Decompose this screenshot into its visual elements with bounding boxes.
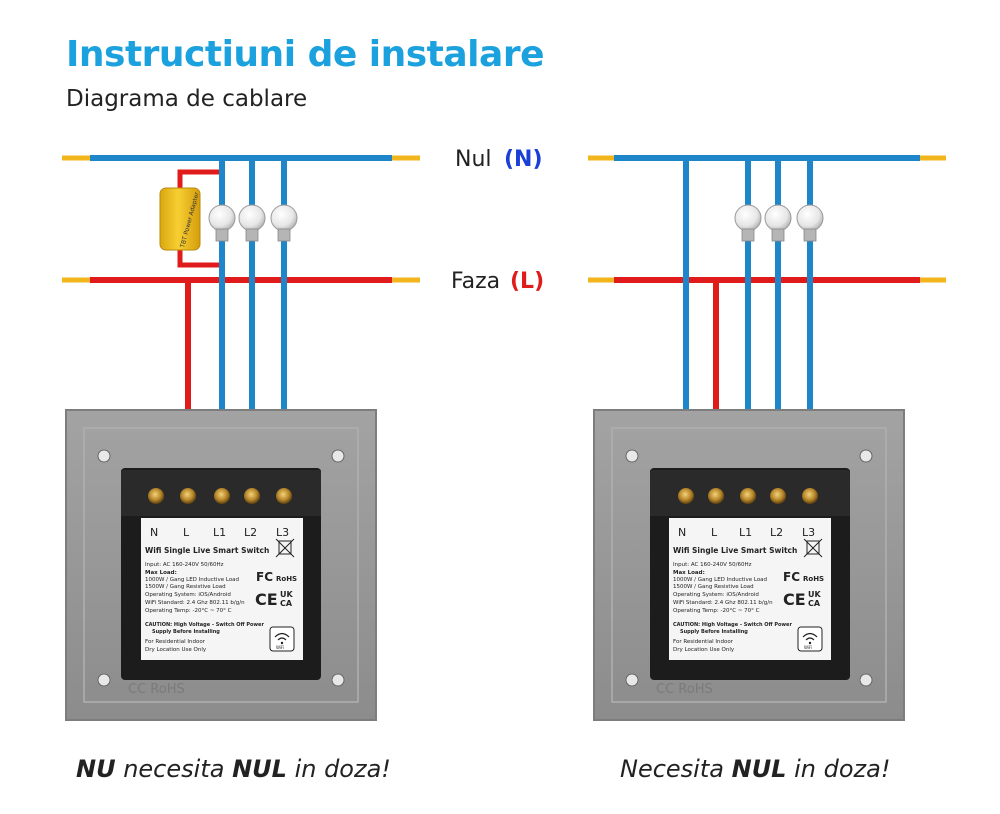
label-indoor-2: Dry Location Use Only [145,647,207,653]
label-title: Wifi Single Live Smart Switch [673,546,797,555]
right-bulb-2 [764,204,792,242]
wifi-badge-icon: WiFi [269,626,295,652]
rohs-mark: RoHS [276,575,297,583]
left-bulb-2 [238,204,266,242]
terminal-label-n: N [678,526,686,539]
uk-mark: UK [280,590,293,599]
terminal-label-l3: L3 [802,526,815,539]
label-max-load-2: 1500W / Gang Resistive Load [673,584,754,590]
terminal-label-l1: L1 [213,526,226,539]
label-title: Wifi Single Live Smart Switch [145,546,269,555]
caption-left-text-1: necesita [115,755,233,783]
label-temp: Operating Temp: -20°C ~ 70° C [145,608,232,614]
caption-right-bold-1: NUL [731,755,787,783]
right-diagram: CC RoHS N L L1 L2 L3 Wifi Single Live Sm… [588,155,946,721]
right-bulb-1 [734,204,762,242]
label-caution-2: Supply Before Installing [152,629,220,635]
label-wifi: WiFi Standard: 2.4 Ghz 802.11 b/g/n [673,600,773,606]
label-caution-1: CAUTION: High Voltage - Switch Off Power [673,622,792,628]
phase-code: (L) [510,269,544,294]
label-indoor-2: Dry Location Use Only [673,647,735,653]
terminal-label-l: L [711,526,718,539]
label-wifi: WiFi Standard: 2.4 Ghz 802.11 b/g/n [145,600,245,606]
label-os: Operating System: iOS/Android [145,592,231,598]
label-indoor-1: For Residential Indoor [673,639,734,645]
caption-left: NU necesita NUL in doza! [76,755,391,783]
fcc-mark: FC [256,570,273,584]
left-capacitor: TBT Power Adapter [159,169,222,268]
terminal-label-l2: L2 [244,526,257,539]
weee-bin-icon [803,538,823,558]
ca-mark: CA [808,599,821,608]
caption-left-bold-1: NU [76,755,116,783]
label-input: Input: AC 160-240V 50/60Hz [145,562,224,568]
caption-left-text-2: in doza! [286,755,391,783]
ca-mark: CA [280,599,293,608]
terminal-label-l1: L1 [739,526,752,539]
caption-right-text-1: Necesita [620,755,732,783]
label-max-load-1: 1000W / Gang LED Inductive Load [673,577,767,583]
caption-right-text-2: in doza! [786,755,891,783]
caption-left-bold-2: NUL [232,755,287,783]
terminal-label-l3: L3 [276,526,289,539]
weee-bin-icon [275,538,295,558]
page-title: Instructiuni de instalare [66,34,544,75]
right-bulb-3 [796,204,824,242]
rohs-mark: RoHS [803,575,824,583]
terminal-label-l: L [183,526,190,539]
neutral-label: Nul [455,147,492,172]
label-caution-1: CAUTION: High Voltage - Switch Off Power [145,622,264,628]
label-max-load: Max Load: [673,570,705,576]
label-max-load-2: 1500W / Gang Resistive Load [145,584,226,590]
right-module: N L L1 L2 L3 Wifi Single Live Smart Swit… [650,468,850,680]
wifi-badge-text: WiFi [276,645,284,650]
neutral-code: (N) [504,147,543,172]
left-bulb-3 [270,204,298,242]
terminal-label-l2: L2 [770,526,783,539]
fcc-mark: FC [783,570,800,584]
caption-right: Necesita NUL in doza! [620,755,890,783]
plate-marks: CC RoHS [128,682,185,697]
label-caution-2: Supply Before Installing [680,629,748,635]
plate-marks: CC RoHS [656,682,713,697]
ce-mark: CE [255,590,278,609]
left-module: N L L1 L2 L3 Wifi Single Live Smart Swit… [121,468,321,680]
phase-line-label: Faza (L) [451,269,544,294]
uk-mark: UK [808,590,821,599]
label-os: Operating System: iOS/Android [673,592,759,598]
label-max-load: Max Load: [145,570,177,576]
ce-mark: CE [783,590,806,609]
terminal-label-n: N [150,526,158,539]
label-temp: Operating Temp: -20°C ~ 70° C [673,608,760,614]
label-max-load-1: 1000W / Gang LED Inductive Load [145,577,239,583]
wifi-badge-text: WiFi [804,645,812,650]
left-diagram: TBT Power Adapter CC RoHS [62,155,420,721]
page-subtitle: Diagrama de cablare [66,86,308,112]
phase-label: Faza [451,269,500,294]
neutral-line-label: Nul (N) [455,147,543,172]
wifi-badge-icon: WiFi [797,626,823,652]
label-input: Input: AC 160-240V 50/60Hz [673,562,752,568]
left-bulb-1 [208,204,236,242]
label-indoor-1: For Residential Indoor [145,639,206,645]
